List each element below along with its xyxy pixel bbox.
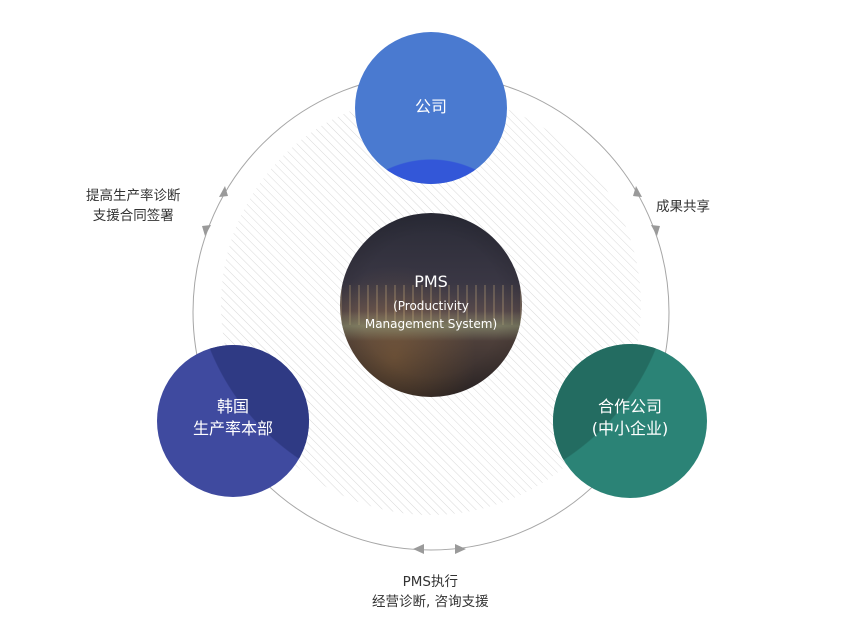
caption-right-line1: 成果共享 — [656, 199, 710, 215]
pms-photo-vignette — [340, 213, 522, 397]
pms-photo-horizon — [340, 311, 522, 341]
pms-title: PMS — [414, 271, 448, 291]
caption-bottom-line1: PMS执行 — [402, 574, 458, 590]
caption-bottom: PMS执行 经营诊断, 咨询支援 — [372, 572, 489, 612]
pms-center-node: PMS (Productivity Management System) — [340, 213, 522, 397]
arrow-left-up-icon — [219, 186, 228, 197]
caption-left-line2: 支援合同签署 — [92, 208, 174, 224]
partner-label-line1: 合作公司 — [597, 397, 662, 417]
partner-label-line2: (中小企业) — [591, 419, 669, 438]
korea-label-line1: 韩国 — [216, 397, 249, 417]
arrow-right-up-icon — [633, 186, 642, 197]
arrow-right-down-icon — [651, 225, 660, 236]
korea-node-overlap-shade — [157, 345, 309, 497]
caption-bottom-line2: 经营诊断, 咨询支援 — [372, 594, 489, 610]
partner-company-node: 合作公司 (中小企业) — [553, 344, 707, 498]
pms-label: PMS (Productivity Management System) — [364, 272, 498, 333]
arrow-left-down-icon — [202, 225, 211, 236]
company-node-lower-shade — [355, 32, 507, 184]
partner-node-overlap-shade — [553, 344, 707, 498]
company-node: 公司 — [355, 32, 507, 184]
caption-left-line1: 提高生产率诊断 — [86, 188, 181, 204]
korea-productivity-node: 韩国 生产率本部 — [157, 345, 309, 497]
pms-subtitle-line2: Management System) — [364, 316, 498, 331]
arrow-bottom-left-icon — [413, 544, 424, 554]
caption-right: 成果共享 — [656, 197, 710, 217]
korea-label: 韩国 生产率本部 — [193, 396, 273, 439]
caption-left: 提高生产率诊断 支援合同签署 — [86, 186, 181, 226]
company-label: 公司 — [414, 97, 447, 117]
arrow-bottom-right-icon — [455, 544, 466, 554]
partner-label: 合作公司 (中小企业) — [592, 396, 669, 439]
pms-subtitle-line1: (Productivity — [393, 299, 469, 314]
korea-label-line2: 生产率本部 — [192, 419, 273, 438]
